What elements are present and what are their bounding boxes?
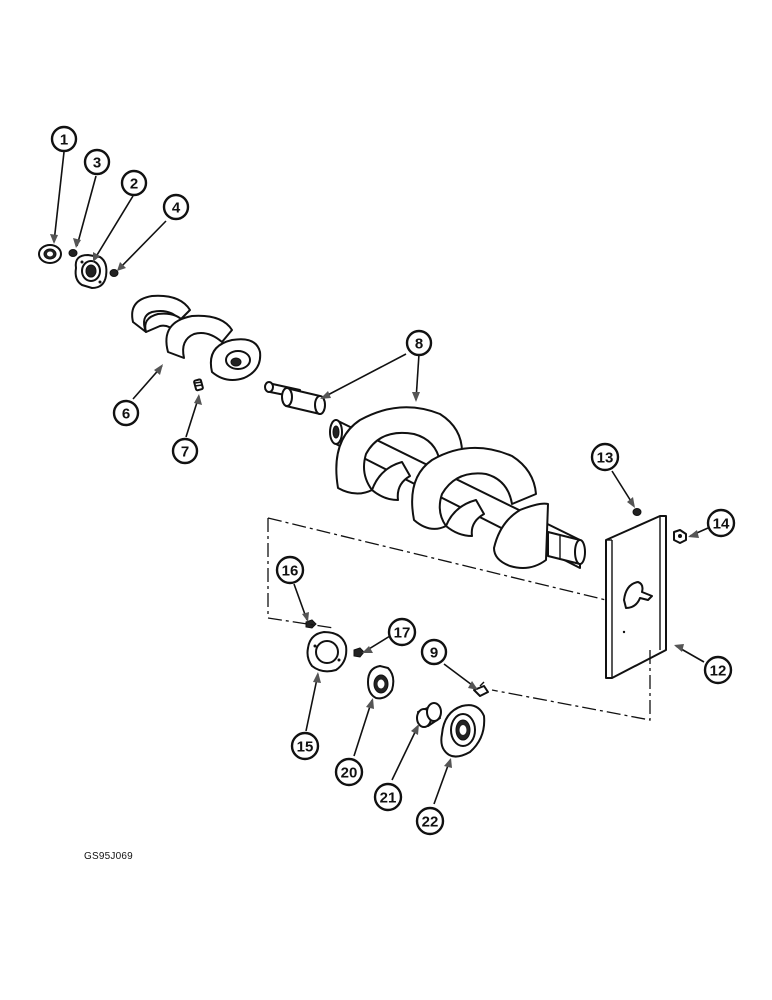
callout-16: 16 (275, 555, 305, 585)
callout-15: 15 (290, 731, 320, 761)
part-21-bushing (416, 702, 442, 728)
callout-4: 4 (162, 193, 190, 221)
callout-12-label: 12 (710, 663, 727, 680)
part-3-bolt (68, 249, 78, 257)
callout-3-label: 3 (93, 155, 101, 172)
part-22-flange (440, 704, 486, 758)
callout-7: 7 (171, 437, 199, 465)
part-17-nut (353, 647, 365, 658)
callout-14: 14 (706, 508, 736, 538)
callout-8: 8 (405, 329, 433, 357)
part-6-flighting (131, 294, 262, 381)
callout-7-label: 7 (181, 444, 189, 461)
part-9-fitting (473, 681, 489, 697)
part-2-flange (74, 254, 108, 289)
part-15-plate (306, 631, 348, 673)
part-4-nut (109, 269, 119, 277)
callout-21: 21 (373, 782, 403, 812)
callout-9-label: 9 (430, 645, 438, 662)
part-7-setscrew (193, 378, 204, 392)
callout-9: 9 (420, 638, 448, 666)
part-12-end-plate (605, 515, 667, 679)
part-13-nut (632, 508, 642, 516)
drawing-code: GS95J069 (84, 851, 133, 862)
callout-2-label: 2 (130, 176, 138, 193)
callout-3: 3 (83, 148, 111, 176)
callout-22: 22 (415, 806, 445, 836)
callout-14-label: 14 (713, 516, 730, 533)
callout-21-label: 21 (380, 790, 397, 807)
callout-17: 17 (387, 617, 417, 647)
part-14-nut (673, 529, 687, 544)
callout-1-label: 1 (60, 132, 68, 149)
callout-13: 13 (590, 442, 620, 472)
callout-15-label: 15 (297, 739, 314, 756)
callout-16-label: 16 (282, 563, 299, 580)
callout-6-label: 6 (122, 406, 130, 423)
part-20-bearing (367, 665, 395, 700)
callout-2: 2 (120, 169, 148, 197)
leader-lines (50, 151, 709, 805)
callout-20-label: 20 (341, 765, 358, 782)
callout-13-label: 13 (597, 450, 614, 467)
assembly-outline (267, 517, 651, 721)
callout-6: 6 (112, 399, 140, 427)
callout-8-label: 8 (415, 336, 423, 353)
callout-17-label: 17 (394, 625, 411, 642)
part-1-bearing (38, 244, 62, 264)
part-8-auger (264, 381, 586, 569)
callout-12: 12 (703, 655, 733, 685)
callout-22-label: 22 (422, 814, 439, 831)
callout-20: 20 (334, 757, 364, 787)
callout-4-label: 4 (172, 200, 181, 217)
callout-1: 1 (50, 125, 78, 153)
